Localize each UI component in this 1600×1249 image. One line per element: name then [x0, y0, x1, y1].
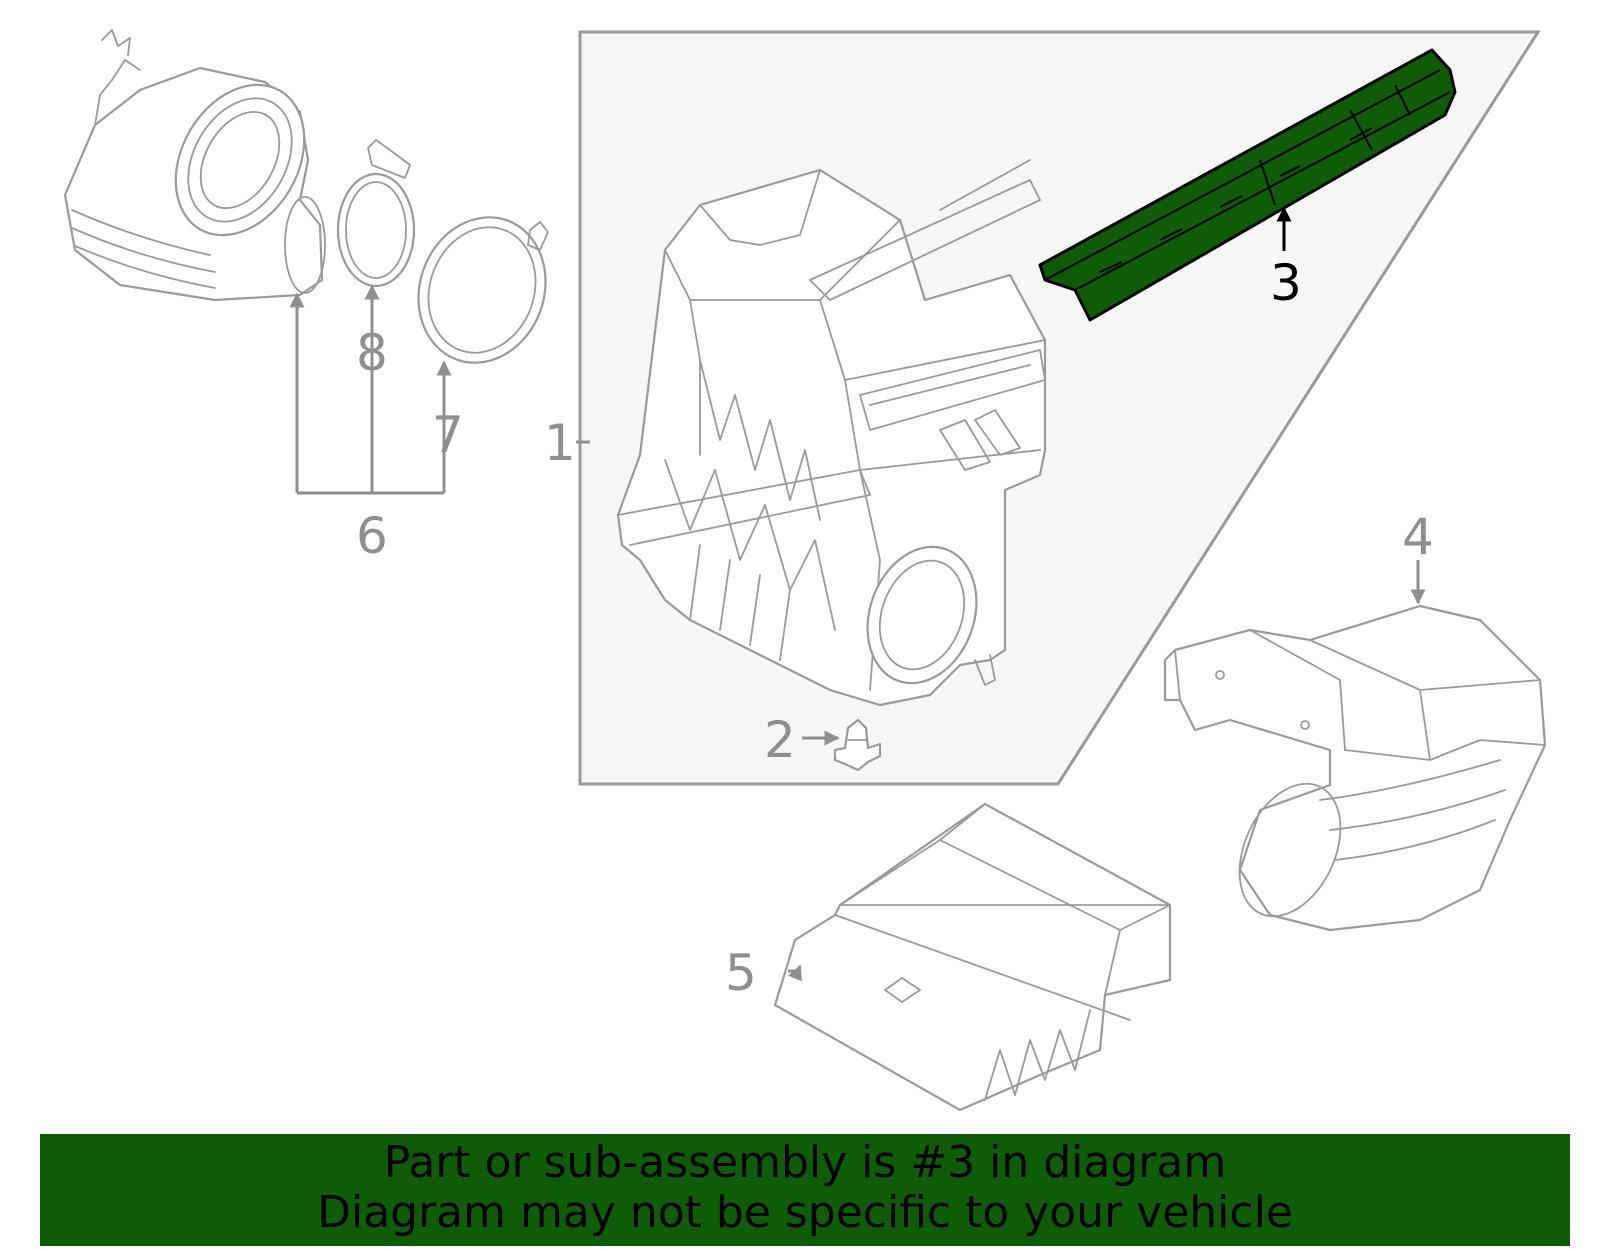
banner-line-1: Part or sub-assembly is #3 in diagram	[383, 1137, 1227, 1188]
intake-duct	[1163, 604, 1547, 932]
callout-6: 6	[356, 507, 388, 565]
callout-8: 8	[356, 324, 388, 382]
air-cleaner-housing	[616, 159, 1047, 707]
callout-5: 5	[725, 944, 757, 1002]
small-hose-clamp	[336, 139, 416, 288]
callout-3: 3	[1270, 254, 1302, 312]
info-banner: Part or sub-assembly is #3 in diagram Di…	[40, 1134, 1570, 1246]
fastener-grommet	[833, 718, 882, 772]
callout-4: 4	[1402, 508, 1434, 566]
callout-7: 7	[432, 406, 464, 464]
large-hose-clamp	[417, 216, 549, 364]
banner-line-2: Diagram may not be specific to your vehi…	[317, 1187, 1293, 1238]
lower-cover	[773, 802, 1172, 1112]
leader-lines	[289, 206, 1426, 982]
callout-2: 2	[764, 711, 796, 769]
callout-1: 1	[544, 414, 576, 472]
air-filter-element-highlighted	[1038, 48, 1457, 322]
inlet-hose	[63, 29, 326, 302]
